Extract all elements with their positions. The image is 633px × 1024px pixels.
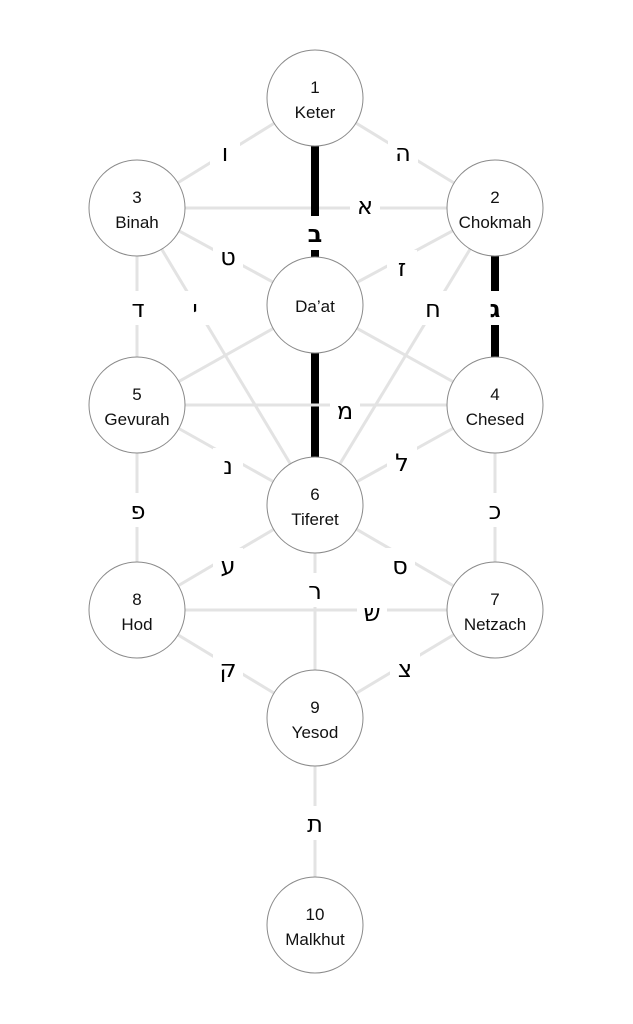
path-letter: ג (490, 295, 501, 323)
node-number: 4 (490, 385, 499, 404)
letter-backdrop (385, 548, 415, 582)
path-letter: ח (425, 295, 441, 323)
node-number: 5 (132, 385, 141, 404)
node-name: Malkhut (285, 930, 345, 949)
letter-backdrop (387, 250, 417, 284)
path-letter: פ (131, 497, 146, 525)
node-name: Netzach (464, 615, 526, 634)
sephirah-daat: Da’at (266, 256, 364, 354)
letter-backdrop (300, 806, 330, 840)
path-letter: ה (395, 139, 411, 167)
letter-backdrop (213, 651, 243, 685)
node-circle (266, 669, 364, 767)
letter-backdrop (213, 448, 243, 482)
path-letter: א (357, 192, 373, 220)
path-letter: ת (307, 810, 323, 838)
letter-backdrop (357, 595, 387, 629)
node-circle (266, 49, 364, 147)
path-letter: ס (392, 552, 408, 580)
node-circle (88, 561, 186, 659)
letter-backdrop (480, 493, 510, 527)
letter-backdrop (123, 493, 153, 527)
letter-backdrop (390, 651, 420, 685)
path-letter: ק (219, 655, 236, 683)
path-letter: ר (308, 577, 322, 605)
letter-backdrop (180, 291, 210, 325)
node-number: 1 (310, 78, 319, 97)
path-letter: י (192, 295, 197, 323)
letter-backdrop (418, 291, 448, 325)
letter-backdrop (387, 445, 417, 479)
node-number: 2 (490, 188, 499, 207)
node-circle (266, 876, 364, 974)
node-number: 6 (310, 485, 319, 504)
node-number: 7 (490, 590, 499, 609)
node-name: Da’at (295, 297, 335, 316)
node-circle (446, 356, 544, 454)
node-name: Yesod (292, 723, 339, 742)
letter-backdrop (210, 135, 240, 169)
path-letter: ד (131, 295, 144, 323)
node-circle (88, 159, 186, 257)
letter-backdrop (300, 573, 330, 607)
path-letter: ב (308, 220, 323, 248)
letter-backdrop (213, 548, 243, 582)
path-letter: נ (223, 452, 233, 480)
letter-backdrop (300, 216, 330, 250)
node-number: 10 (306, 905, 325, 924)
path-letter: מ (337, 397, 353, 425)
node-circle (446, 561, 544, 659)
node-number: 3 (132, 188, 141, 207)
letter-backdrop (123, 291, 153, 325)
letter-backdrop (330, 393, 360, 427)
node-name: Gevurah (104, 410, 169, 429)
path-letter: כ (489, 497, 502, 525)
path-letter: צ (398, 655, 412, 683)
path-letter: ז (398, 254, 406, 282)
node-name: Chesed (466, 410, 525, 429)
letter-backdrop (480, 291, 510, 325)
path-letter: ע (220, 552, 235, 580)
node-circle (88, 356, 186, 454)
path-letter: ט (220, 243, 236, 271)
node-name: Keter (295, 103, 336, 122)
path-letter: ו (222, 139, 229, 167)
letter-backdrop (350, 188, 380, 222)
path-letter: ל (395, 449, 409, 477)
node-circle (446, 159, 544, 257)
node-name: Chokmah (459, 213, 532, 232)
letter-backdrop (388, 135, 418, 169)
node-number: 9 (310, 698, 319, 717)
node-circle (266, 256, 364, 354)
node-name: Hod (121, 615, 152, 634)
node-name: Tiferet (291, 510, 339, 529)
letter-backdrop (213, 239, 243, 273)
path-letter: ש (363, 599, 380, 627)
node-number: 8 (132, 590, 141, 609)
node-name: Binah (115, 213, 158, 232)
node-circle (266, 456, 364, 554)
